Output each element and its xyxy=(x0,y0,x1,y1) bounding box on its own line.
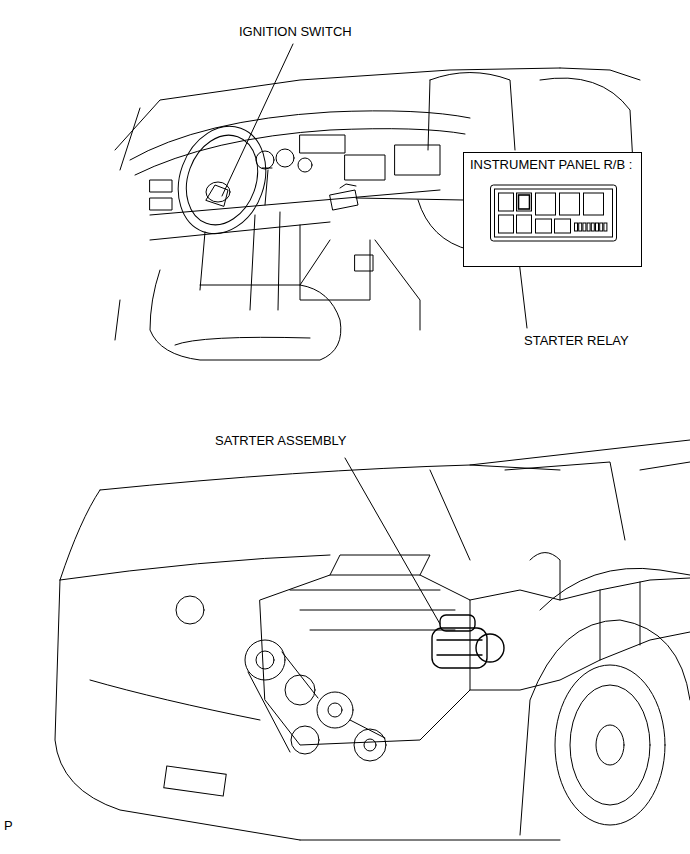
page-mark: P xyxy=(2,818,15,834)
van-drawing xyxy=(55,440,690,840)
part-label: IGNITION SWITCH xyxy=(237,24,354,40)
leader-line xyxy=(345,458,440,624)
inset-box: INSTRUMENT PANEL R/B : xyxy=(463,152,642,267)
part-label: STARTER RELAY xyxy=(522,333,631,349)
leader-line xyxy=(356,198,463,200)
leader-line xyxy=(222,44,293,196)
starter-assembly xyxy=(432,615,504,668)
part-label: SATRTER ASSEMBLY xyxy=(213,433,349,449)
inset-title: INSTRUMENT PANEL R/B : xyxy=(464,153,641,173)
